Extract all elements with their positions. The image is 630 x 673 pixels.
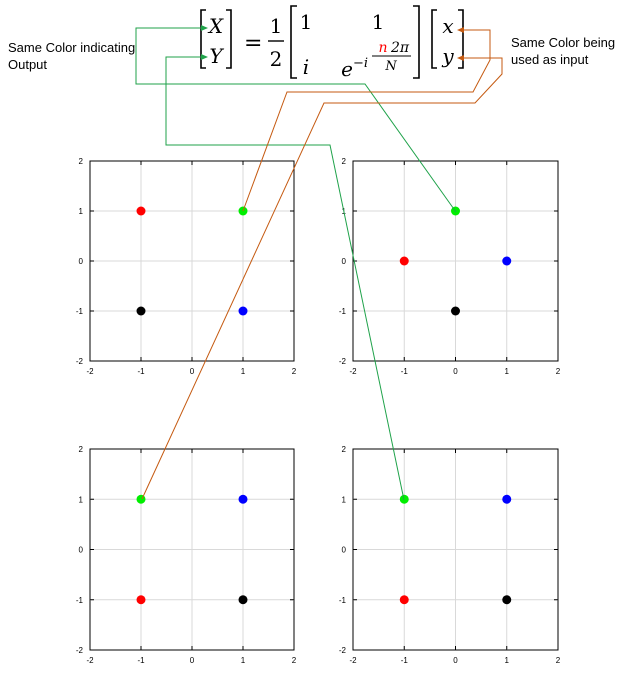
- scale-numerator: 1: [270, 14, 283, 38]
- x-tick-label: -2: [86, 367, 94, 376]
- input-connector-to-plot3: [141, 57, 503, 500]
- y-tick-label: 2: [342, 445, 347, 454]
- x-tick-label: 2: [292, 367, 297, 376]
- x-tick-label: 0: [190, 367, 195, 376]
- x-tick-label: 1: [505, 656, 510, 665]
- point-blue: [238, 494, 248, 504]
- matrix-r2c2-base: e: [341, 57, 353, 81]
- output-y: Y: [209, 44, 224, 68]
- x-tick-label: 0: [190, 656, 195, 665]
- scatter-plot-1: -2 -1 0 1 2 -2 -1 0 1 2: [76, 157, 297, 376]
- output-color-note: Same Color indicating Output: [8, 40, 136, 72]
- output-connector-to-plot2: [135, 27, 457, 213]
- scale-denominator: 2: [270, 47, 283, 71]
- point-red: [136, 206, 146, 216]
- input-connector-to-plot1: [242, 29, 491, 212]
- plots-group: -2 -1 0 1 2 -2 -1 0 1 2 -2 -1 0 1 2 -2 -1 0 1 2 -2 -1 0 1 2 -2 -1 0…: [76, 157, 561, 665]
- y-tick-label: 0: [79, 546, 84, 555]
- dft-matrix-equation: X Y = 1 2 1 1 i e −i n 2π N x y: [200, 5, 464, 81]
- matrix-r2c2-exp-N: N: [384, 59, 397, 74]
- y-tick-label: 2: [342, 157, 347, 166]
- matrix-r1c2: 1: [372, 10, 385, 34]
- rhs-right-bracket: [458, 9, 464, 69]
- y-tick-label: 0: [342, 546, 347, 555]
- point-black: [136, 306, 146, 316]
- y-tick-label: -2: [339, 357, 347, 366]
- y-tick-label: 2: [79, 445, 84, 454]
- y-tick-label: -1: [339, 307, 347, 316]
- y-tick-label: -1: [76, 307, 84, 316]
- x-tick-label: 1: [241, 656, 246, 665]
- x-tick-label: 1: [505, 367, 510, 376]
- point-red: [399, 256, 409, 266]
- output-x: X: [207, 14, 224, 38]
- x-tick-label: -2: [86, 656, 94, 665]
- point-red: [399, 595, 409, 605]
- x-tick-label: 2: [292, 656, 297, 665]
- point-red: [136, 595, 146, 605]
- y-tick-label: 0: [342, 257, 347, 266]
- x-tick-label: 0: [453, 656, 458, 665]
- rhs-left-bracket: [431, 9, 437, 69]
- output-arrowhead-y: [201, 54, 208, 60]
- x-tick-label: -2: [349, 656, 357, 665]
- matrix-r2c1: i: [303, 55, 309, 79]
- y-tick-label: -2: [76, 357, 84, 366]
- matrix-left-bracket: [290, 5, 297, 79]
- input-x: x: [442, 14, 453, 38]
- y-tick-label: 1: [79, 207, 84, 216]
- y-tick-label: 2: [79, 157, 84, 166]
- input-y: y: [441, 44, 454, 68]
- x-tick-label: -1: [401, 656, 409, 665]
- y-tick-label: 1: [342, 495, 347, 504]
- connectors-group: [135, 25, 503, 501]
- y-tick-label: 0: [79, 257, 84, 266]
- input-arrowhead-x: [457, 27, 464, 33]
- x-tick-label: 1: [241, 367, 246, 376]
- x-tick-label: 2: [556, 367, 561, 376]
- equals-sign: =: [244, 31, 262, 56]
- y-tick-label: -1: [339, 596, 347, 605]
- output-connector-to-plot4: [165, 56, 405, 501]
- point-black: [238, 595, 248, 605]
- y-tick-label: -1: [76, 596, 84, 605]
- y-tick-label: -2: [76, 646, 84, 655]
- input-color-note: Same Color being used as input: [511, 35, 616, 67]
- matrix-r1c1: 1: [300, 10, 313, 34]
- point-green: [136, 494, 146, 504]
- y-tick-label: 1: [79, 495, 84, 504]
- point-blue: [502, 256, 512, 266]
- matrix-r2c2-exp-n: n: [378, 40, 387, 56]
- x-tick-label: -1: [401, 367, 409, 376]
- x-tick-label: -1: [137, 367, 145, 376]
- point-blue: [502, 494, 512, 504]
- input-arrowhead-y: [457, 55, 464, 61]
- output-arrowhead-x: [201, 25, 208, 31]
- matrix-r2c2-exp-2pi: 2π: [390, 40, 410, 56]
- x-tick-label: -2: [349, 367, 357, 376]
- scatter-plot-4: -2 -1 0 1 2 -2 -1 0 1 2: [339, 445, 561, 665]
- matrix-right-bracket: [413, 5, 420, 79]
- point-black: [451, 306, 460, 316]
- x-tick-label: -1: [137, 656, 145, 665]
- scatter-plot-3: -2 -1 0 1 2 -2 -1 0 1 2: [76, 445, 297, 665]
- matrix-r2c2-exp-prefix: −i: [353, 56, 368, 71]
- y-tick-label: -2: [339, 646, 347, 655]
- point-black: [502, 595, 512, 605]
- point-blue: [238, 306, 248, 316]
- lhs-left-bracket: [200, 9, 206, 69]
- x-tick-label: 2: [556, 656, 561, 665]
- lhs-right-bracket: [226, 9, 232, 69]
- x-tick-label: 0: [453, 367, 458, 376]
